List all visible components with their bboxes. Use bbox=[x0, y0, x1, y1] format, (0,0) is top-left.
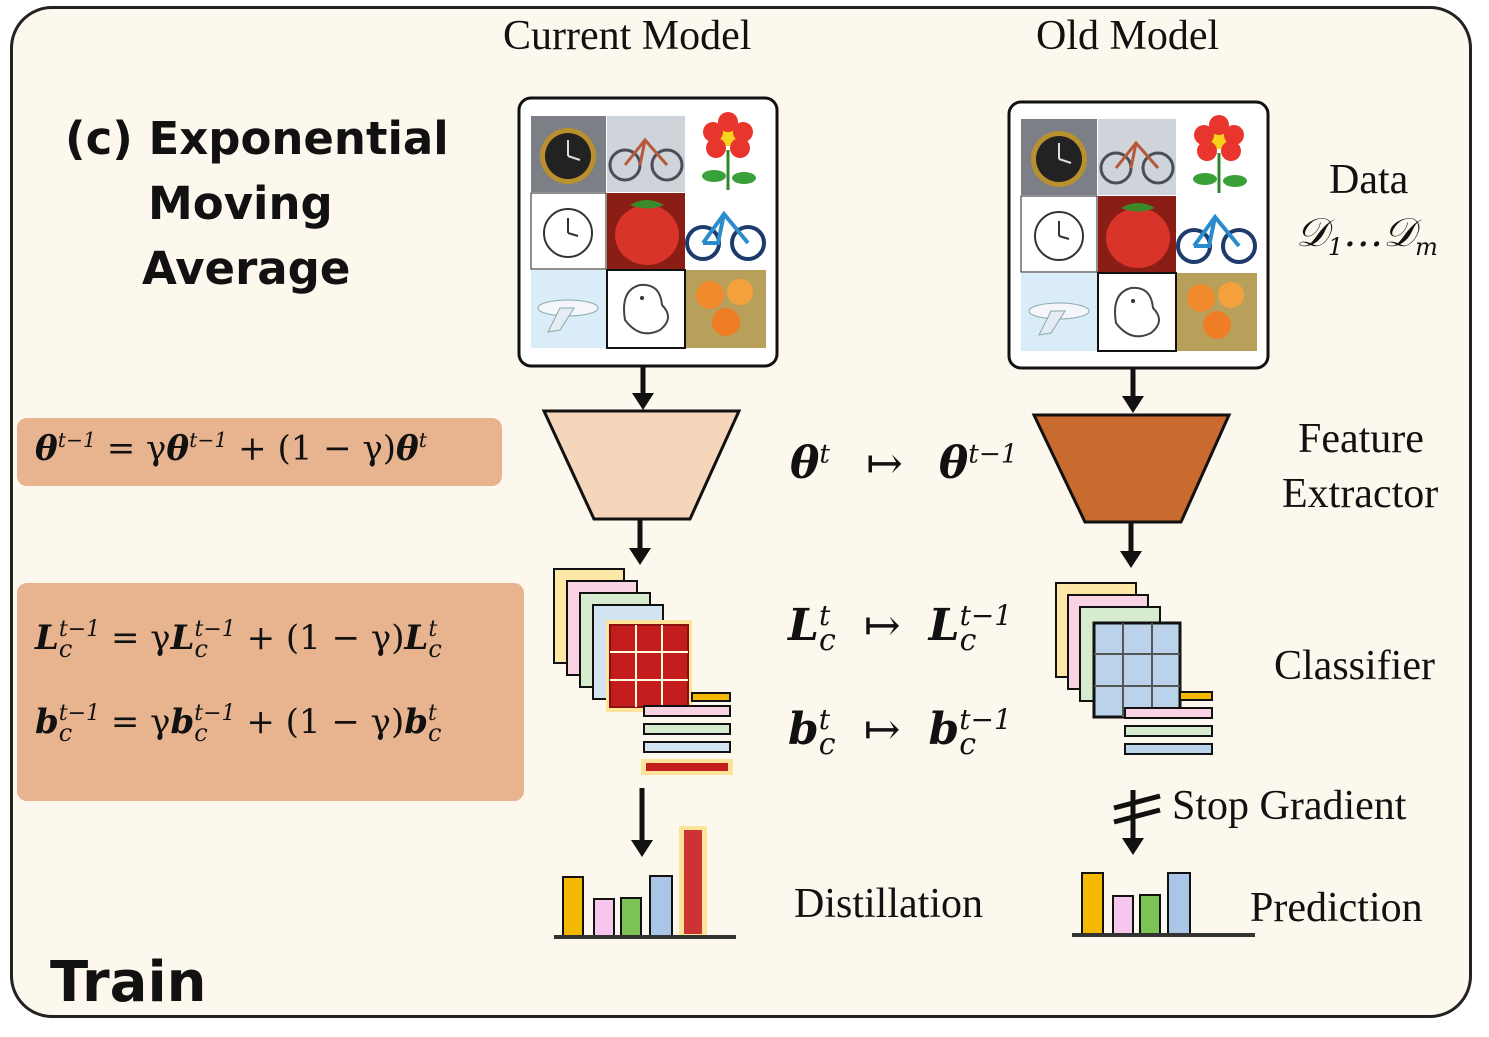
theta-mapping: θt ↦ θt−1 bbox=[790, 438, 1018, 489]
clock-image bbox=[1021, 119, 1097, 195]
theta-update-equation: θt−1 = γθt−1 + (1 − γ)θt bbox=[35, 428, 427, 469]
train-label: Train bbox=[50, 950, 207, 1015]
data-label: Data bbox=[1329, 157, 1409, 203]
stop-gradient-icon bbox=[1113, 793, 1161, 825]
current-data-grid bbox=[517, 96, 779, 368]
orange-flower-image bbox=[1177, 273, 1257, 351]
bicycle-cartoon bbox=[685, 193, 766, 269]
strawberry-image bbox=[607, 193, 685, 269]
bicycle-photo bbox=[607, 116, 685, 192]
bird-sketch bbox=[606, 269, 686, 349]
current-classifier bbox=[553, 568, 733, 775]
airplane-image bbox=[531, 270, 606, 348]
clock-sketch bbox=[530, 192, 607, 270]
strawberry-image bbox=[1098, 196, 1176, 272]
old-model-header: Old Model bbox=[1036, 13, 1220, 59]
classifier-label: Classifier bbox=[1274, 643, 1435, 689]
title-line-2: Moving bbox=[148, 177, 333, 230]
title-line-3: Average bbox=[142, 242, 351, 295]
airplane-image bbox=[1021, 273, 1097, 351]
classifier-eq-box bbox=[17, 583, 524, 801]
bicycle-photo bbox=[1098, 119, 1176, 195]
orange-flower-image bbox=[686, 270, 766, 348]
distillation-bars bbox=[554, 826, 736, 939]
bird-sketch bbox=[1097, 272, 1177, 352]
old-feature-extractor bbox=[1031, 413, 1232, 524]
old-classifier bbox=[1055, 582, 1213, 755]
stop-gradient-label: Stop Gradient bbox=[1172, 783, 1407, 829]
title-line-1: (c) Exponential bbox=[65, 112, 449, 165]
flower-image bbox=[1177, 115, 1257, 195]
theta-eq-box bbox=[17, 418, 502, 486]
prediction-label: Prediction bbox=[1250, 885, 1423, 931]
current-model-header: Current Model bbox=[503, 13, 752, 59]
data-set-notation: 𝒟1…𝒟m bbox=[1296, 210, 1438, 261]
current-feature-extractor bbox=[541, 409, 742, 521]
flower-image bbox=[686, 112, 766, 192]
bicycle-cartoon bbox=[1176, 196, 1257, 272]
clock-image bbox=[531, 116, 606, 192]
old-data-grid bbox=[1007, 100, 1270, 370]
distillation-label: Distillation bbox=[794, 881, 983, 927]
feature-label-1: Feature bbox=[1298, 416, 1424, 462]
feature-label-2: Extractor bbox=[1282, 471, 1439, 517]
clock-sketch bbox=[1020, 195, 1098, 273]
prediction-bars bbox=[1072, 872, 1255, 937]
